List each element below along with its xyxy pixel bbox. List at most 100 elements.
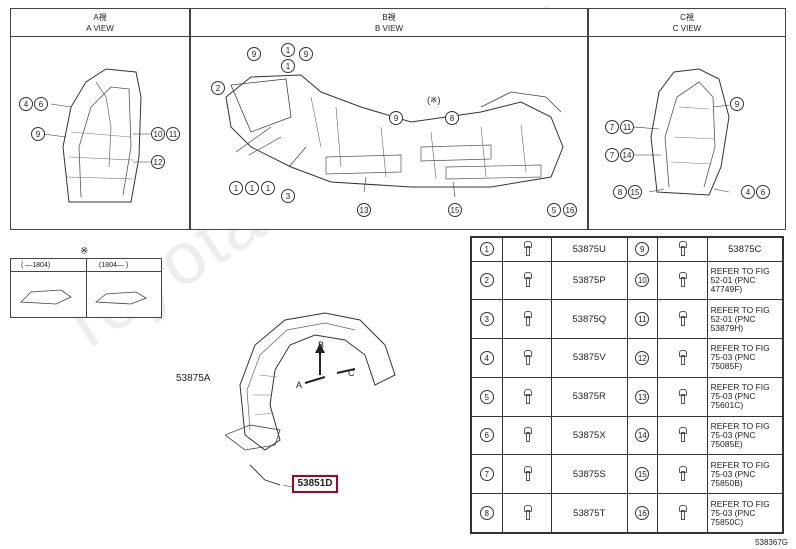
legend-row: 8 53875T 16 REFER TO FIG 75-03 (PNC 75850C) (471, 493, 784, 533)
legend-pnc: 53875S (551, 454, 628, 495)
legend-row: 4 53875V 12 REFER TO FIG 75-03 (PNC 75085F) (471, 338, 784, 378)
a-callout-11: 11 (166, 127, 180, 141)
a-view-drawing (42, 68, 151, 203)
a-view-panel: A視 A VIEW 4 6 9 10 11 12 (10, 8, 190, 230)
legend-num: 8 (479, 506, 494, 521)
clip-icon (677, 505, 688, 521)
a-callout-12: 12 (151, 155, 165, 169)
b-callout-1-a: 1 (281, 43, 295, 57)
b-callout-2: 2 (211, 81, 225, 95)
legend-num: 7 (479, 467, 494, 482)
b-view-panel: B視 B VIEW 9 1 1 9 2 9 (※) 8 1 1 1 3 13 1… (190, 8, 588, 230)
legend-pnc: 53875T (551, 493, 628, 533)
arrow-b-label: B (318, 340, 325, 350)
c-view-panel: C視 C VIEW 9 7 11 7 14 8 15 4 6 (588, 8, 786, 230)
legend-num: 6 (479, 428, 494, 443)
c-callout-6: 6 (756, 185, 770, 199)
legend-num: 16 (635, 506, 650, 521)
b-view-title-jp: B視 (382, 13, 396, 22)
note-col2: (1804― ) (99, 262, 129, 269)
c-callout-14: 14 (620, 148, 634, 162)
c-callout-7-a: 7 (605, 120, 619, 134)
note-col1: ( ―1804) (21, 262, 51, 269)
clip-icon (677, 241, 688, 257)
legend-num: 4 (479, 350, 494, 365)
catalog-number: 538367G (755, 538, 788, 547)
b-callout-13: 13 (357, 203, 371, 217)
clip-icon (522, 427, 532, 443)
c-callout-11: 11 (620, 120, 634, 134)
legend-num: 14 (635, 428, 650, 443)
c-callout-7-b: 7 (605, 148, 619, 162)
c-view-header: C視 C VIEW (589, 9, 785, 37)
b-callout-5: 5 (547, 203, 561, 217)
c-callout-4: 4 (741, 185, 755, 199)
b-callout-3: 3 (281, 189, 295, 203)
b-view-drawing (225, 74, 564, 198)
clip-icon (522, 349, 532, 365)
b-callout-1-b: 1 (281, 59, 295, 73)
clip-icon (522, 241, 532, 257)
legend-pnc: REFER TO FIG 52-01 (PNC 53879H) (706, 299, 784, 340)
c-view-title-en: C VIEW (672, 24, 702, 33)
note-box: ( ―1804) (1804― ) (10, 258, 162, 318)
b-callout-9-c: 9 (389, 111, 403, 125)
legend-num: 12 (635, 350, 650, 365)
b-callout-1-d: 1 (245, 181, 259, 195)
arrow-c-label: C (348, 368, 355, 378)
b-callout-1-e: 1 (261, 181, 275, 195)
fender-liner-drawing (225, 312, 396, 488)
b-note-mark: (※) (427, 95, 441, 105)
legend-pnc: REFER TO FIG 52-01 (PNC 47749F) (706, 260, 784, 301)
clip-icon (522, 311, 532, 327)
clip-icon (522, 505, 532, 521)
c-callout-8: 8 (613, 185, 627, 199)
c-callout-9: 9 (730, 97, 744, 111)
legend-pnc: 53875V (551, 338, 628, 378)
b-callout-1-c: 1 (229, 181, 243, 195)
a-callout-10: 10 (151, 127, 165, 141)
legend-row: 1 53875U 9 53875C (471, 237, 784, 262)
part-label-53851d[interactable]: 53851D (292, 475, 338, 493)
clip-icon (522, 272, 532, 288)
clip-icon (522, 388, 532, 404)
c-view-title-jp: C視 (680, 13, 694, 22)
legend-pnc: REFER TO FIG 75-03 (PNC 75850B) (706, 454, 784, 495)
legend-pnc: 53875X (551, 415, 628, 456)
b-callout-8: 8 (445, 111, 459, 125)
a-callout-4: 4 (19, 97, 33, 111)
note-mark: ※ (80, 246, 89, 257)
legend-pnc: 53875U (551, 237, 628, 262)
clip-icon (677, 311, 688, 327)
b-view-header: B視 B VIEW (191, 9, 587, 37)
b-callout-9-a: 9 (247, 47, 261, 61)
legend-pnc: REFER TO FIG 75-03 (PNC 75850C) (706, 493, 784, 533)
b-callout-15: 15 (448, 203, 462, 217)
clip-icon (677, 349, 688, 365)
legend-num: 2 (479, 273, 494, 288)
legend-pnc: 53875C (706, 237, 784, 262)
legend-num: 9 (635, 242, 650, 257)
part-label-53875a: 53875A (176, 373, 211, 384)
a-view-header: A視 A VIEW (11, 9, 189, 37)
clip-icon (522, 466, 532, 482)
b-callout-16: 16 (563, 203, 577, 217)
legend-pnc: 53875P (551, 260, 628, 301)
legend-num: 11 (635, 312, 650, 327)
b-view-title-en: B VIEW (374, 24, 403, 33)
note-divider (86, 259, 87, 317)
legend-num: 1 (479, 242, 494, 257)
legend-num: 13 (635, 389, 650, 404)
legend-pnc: REFER TO FIG 75-03 (PNC 75085F) (706, 338, 784, 378)
legend-num: 10 (635, 273, 650, 288)
clip-icon (677, 388, 688, 404)
legend-pnc: REFER TO FIG 75-03 (PNC 75601C) (706, 376, 784, 417)
c-view-drawing (633, 68, 730, 196)
a-callout-6: 6 (34, 97, 48, 111)
legend-pnc: 53875R (551, 376, 628, 417)
